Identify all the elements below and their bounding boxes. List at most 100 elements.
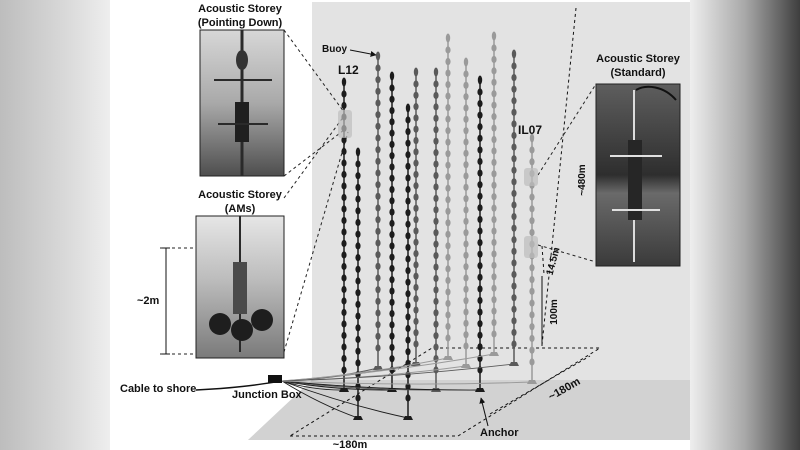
acoustic-storey-icon: [405, 243, 411, 252]
acoustic-storey-icon: [341, 354, 347, 363]
acoustic-storey-icon: [491, 330, 497, 338]
acoustic-storey-icon: [491, 296, 497, 304]
acoustic-storey-icon: [389, 129, 395, 137]
acoustic-storey-icon: [511, 120, 517, 128]
acoustic-storey-icon: [477, 88, 483, 96]
acoustic-storey-icon: [445, 288, 451, 296]
acoustic-storey-icon: [405, 209, 411, 217]
acoustic-storey-icon: [389, 298, 395, 306]
acoustic-storey-icon: [491, 238, 497, 247]
acoustic-storey-icon: [389, 185, 395, 194]
acoustic-storey-icon: [463, 331, 469, 339]
acoustic-storey-icon: [477, 99, 483, 108]
buoy-icon: [433, 67, 439, 77]
acoustic-storey-icon: [341, 331, 347, 340]
acoustic-storey-icon: [445, 80, 451, 89]
acoustic-storey-icon: [355, 359, 361, 367]
detector-lines: [281, 31, 537, 420]
acoustic-storey-icon: [389, 84, 395, 92]
acoustic-storey-icon: [491, 101, 497, 109]
acoustic-storey-icon: [375, 321, 381, 329]
junction-box-group: [195, 375, 283, 391]
height-480-label: ~480m: [577, 164, 588, 196]
acoustic-storey-icon: [389, 152, 395, 160]
acoustic-storey-icon: [341, 320, 347, 328]
acoustic-storey-icon: [445, 150, 451, 158]
acoustic-storey-icon: [433, 194, 439, 202]
acoustic-storey-icon: [445, 334, 451, 342]
acoustic-storey-icon: [433, 114, 439, 122]
acoustic-storey-icon: [491, 78, 497, 86]
interlink-cable: [281, 380, 533, 385]
acoustic-storey-icon: [463, 127, 469, 135]
acoustic-storey-icon: [477, 285, 483, 293]
acoustic-storey-icon: [389, 208, 395, 216]
acoustic-storey-icon: [389, 106, 395, 115]
acoustic-storey-icon: [529, 158, 535, 166]
acoustic-storey-icon: [413, 125, 419, 133]
acoustic-storey-icon: [491, 318, 497, 327]
acoustic-storey-icon: [341, 262, 347, 271]
acoustic-storey-icon: [477, 157, 483, 166]
acoustic-storey-icon: [529, 146, 535, 154]
acoustic-storey-icon: [529, 323, 535, 331]
acoustic-storey-icon: [405, 151, 411, 159]
acoustic-storey-icon: [477, 204, 483, 212]
acoustic-storey-icon: [433, 137, 439, 145]
acoustic-storey-icon: [433, 343, 439, 351]
acoustic-storey-icon: [375, 216, 381, 224]
acoustic-storey-icon: [413, 295, 419, 303]
acoustic-storey-icon: [413, 170, 419, 179]
acoustic-storey-icon: [511, 155, 517, 163]
storey-std-title: Acoustic Storey: [596, 53, 681, 65]
line-il07-label: IL07: [518, 123, 542, 137]
acoustic-storey-icon: [405, 394, 411, 402]
acoustic-storey-icon: [433, 332, 439, 340]
acoustic-storey-icon: [405, 348, 411, 356]
acoustic-storey-icon: [405, 220, 411, 228]
acoustic-storey-icon: [491, 261, 497, 269]
acoustic-storey-icon: [529, 334, 535, 343]
acoustic-storey-icon: [511, 108, 517, 116]
acoustic-storey-icon: [477, 134, 483, 142]
acoustic-storey-icon: [463, 81, 469, 89]
acoustic-storey-icon: [463, 206, 469, 214]
acoustic-storey-icon: [405, 197, 411, 205]
acoustic-storey-icon: [477, 296, 483, 305]
interlink-cable: [281, 380, 393, 391]
storey-down-subtitle: (Pointing Down): [198, 17, 283, 29]
acoustic-storey-icon: [445, 69, 451, 77]
acoustic-storey-icon: [477, 250, 483, 258]
width-bottom-label: ~180m: [333, 439, 368, 450]
acoustic-storey-icon: [529, 287, 535, 295]
acoustic-storey-icon: [445, 104, 451, 112]
acoustic-storey-icon: [355, 207, 361, 215]
acoustic-storey-icon: [445, 196, 451, 204]
labels: Acoustic Storey (Pointing Down) Acoustic…: [120, 3, 681, 450]
buoy-icon: [477, 75, 483, 85]
acoustic-storey-icon: [389, 332, 395, 340]
right-blur-margin: [690, 0, 800, 450]
acoustic-storey-icon: [477, 343, 483, 351]
acoustic-storey-icon: [355, 195, 361, 203]
acoustic-storey-icon: [445, 276, 451, 284]
acoustic-storey-icon: [529, 264, 535, 272]
acoustic-storey-icon: [529, 193, 535, 201]
highlight-boxes: [338, 110, 538, 258]
acoustic-storey-icon: [433, 286, 439, 294]
storey-std-subtitle: (Standard): [611, 67, 666, 79]
acoustic-storey-icon: [529, 217, 535, 225]
acoustic-storey-icon: [405, 116, 411, 124]
buoy-icon: [413, 67, 419, 77]
acoustic-storey-icon: [375, 76, 381, 84]
acoustic-storey-icon: [433, 103, 439, 111]
dimension-lines: [162, 7, 591, 437]
acoustic-storey-icon: [477, 192, 483, 200]
acoustic-storey-icon: [511, 259, 517, 267]
acoustic-storey-icon: [355, 300, 361, 308]
acoustic-storey-icon: [375, 297, 381, 305]
acoustic-storey-icon: [463, 70, 469, 78]
acoustic-storey-icon: [463, 274, 469, 282]
acoustic-storey-icon: [511, 340, 517, 348]
acoustic-storey-icon: [355, 394, 361, 402]
